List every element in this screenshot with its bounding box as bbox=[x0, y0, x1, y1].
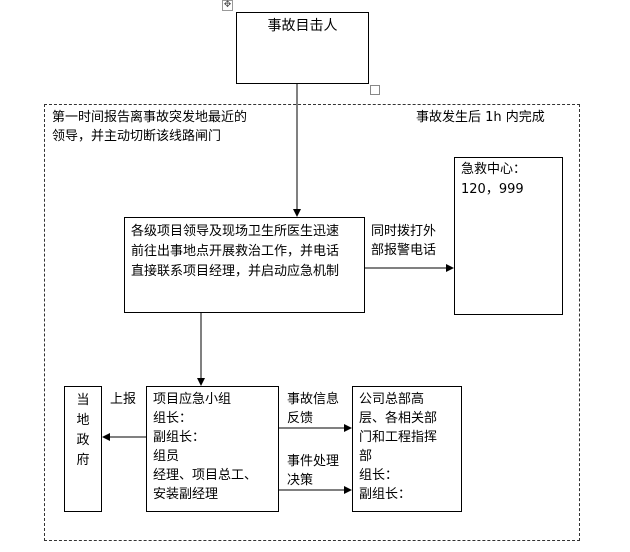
witness-box: 事故目击人 bbox=[236, 12, 369, 84]
emergency-center-title: 急救中心： bbox=[461, 162, 527, 177]
report-up-label: 上报 bbox=[110, 392, 137, 407]
time-limit-note: 事故发生后 1h 内完成 bbox=[416, 110, 545, 125]
company-hq-text: 公司总部高 层、各相关部 门和工程指挥 部 组长： 副组长： bbox=[359, 392, 438, 502]
local-government-box: 当 地 政 府 bbox=[64, 386, 102, 512]
local-government-label: 当 地 政 府 bbox=[76, 393, 90, 468]
incident-decision-label: 事件处理 决策 bbox=[287, 454, 340, 488]
incident-feedback-label: 事故信息 反馈 bbox=[287, 392, 340, 426]
emergency-area-boundary bbox=[44, 104, 580, 541]
project-emergency-group-box: 项目应急小组 组长： 副组长： 组员 经理、项目总工、 安装副经理 bbox=[146, 386, 279, 512]
move-handle-icon[interactable]: ✥ bbox=[222, 0, 233, 11]
company-hq-box: 公司总部高 层、各相关部 门和工程指挥 部 组长： 副组长： bbox=[352, 386, 462, 512]
main-action-text: 各级项目领导及现场卫生所医生迅速 前往出事地点开展救治工作，并电话 直接联系项目… bbox=[131, 224, 340, 279]
main-action-box: 各级项目领导及现场卫生所医生迅速 前往出事地点开展救治工作，并电话 直接联系项目… bbox=[124, 217, 365, 313]
emergency-center-box: 急救中心： 120，999 bbox=[454, 157, 563, 315]
report-instruction-note: 第一时间报告离事故突发地最近的 领导，并主动切断该线路闸门 bbox=[52, 110, 248, 144]
emergency-center-numbers: 120，999 bbox=[461, 182, 524, 197]
resize-handle-icon[interactable] bbox=[370, 85, 380, 95]
project-emergency-group-text: 项目应急小组 组长： 副组长： 组员 经理、项目总工、 安装副经理 bbox=[153, 392, 258, 502]
external-alarm-call-label: 同时拨打外 部报警电话 bbox=[371, 224, 437, 258]
witness-label: 事故目击人 bbox=[267, 18, 338, 34]
